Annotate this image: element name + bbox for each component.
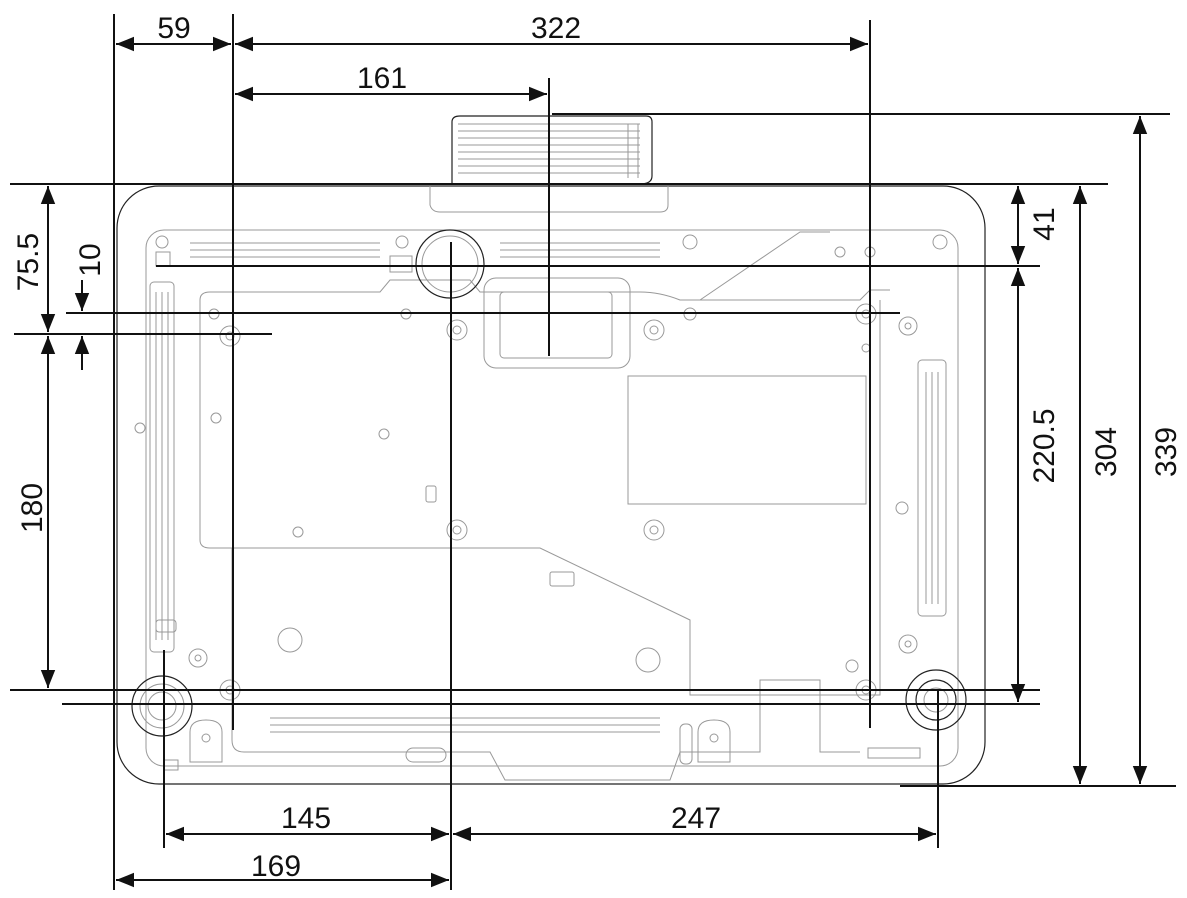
dimension-labels: 59 322 161 75.5 10 180 41 220.5 304 339 … (12, 12, 1183, 883)
vent-grille-left (149, 281, 175, 653)
diagonal-ramp (699, 231, 830, 301)
dim-label-220-5: 220.5 (1028, 408, 1061, 483)
dim-label-161: 161 (357, 62, 407, 95)
dim-label-41: 41 (1028, 207, 1061, 240)
front-left-foot (131, 675, 193, 737)
small-features (155, 251, 921, 771)
dim-label-247: 247 (671, 802, 721, 835)
extension-lines (10, 14, 1176, 890)
lower-panel (231, 548, 860, 781)
dim-label-145: 145 (281, 802, 331, 835)
filter-cover (483, 277, 631, 369)
focus-ring (451, 115, 653, 185)
lens-mount (389, 229, 485, 299)
screw-holes (134, 234, 948, 701)
dim-label-59: 59 (157, 12, 190, 45)
projector-body (116, 115, 986, 785)
projector-outline (116, 185, 986, 785)
dim-label-10: 10 (74, 243, 107, 276)
filter-cover-inner (499, 291, 613, 359)
dimension-lines (40, 36, 1148, 888)
dim-label-75-5: 75.5 (12, 233, 45, 291)
inner-frame (145, 229, 959, 767)
vent-grille-top (190, 242, 660, 258)
recess-panel (199, 279, 890, 696)
dim-label-169: 169 (251, 850, 301, 883)
label-plate (627, 375, 867, 505)
dim-label-304: 304 (1090, 427, 1123, 477)
dim-label-180: 180 (16, 483, 49, 533)
dim-label-339: 339 (1150, 427, 1183, 477)
dim-label-322: 322 (531, 12, 581, 45)
front-right-foot (905, 669, 967, 731)
vent-grille-bottom (270, 717, 660, 733)
vent-grille-right (917, 359, 947, 617)
